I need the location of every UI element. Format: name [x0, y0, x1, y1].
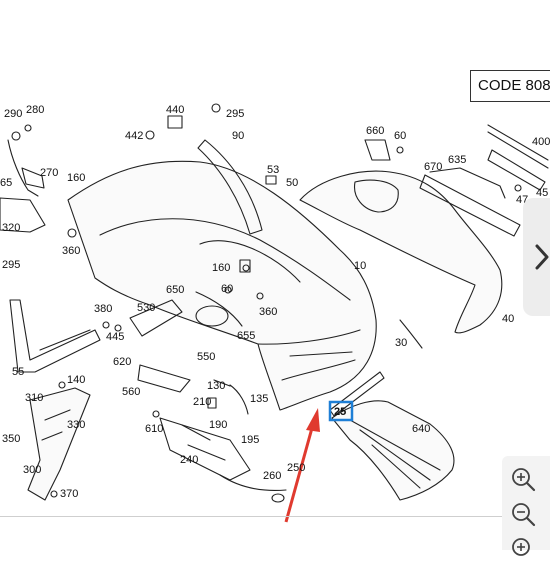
part-label: 635 [448, 154, 466, 166]
part-label: 445 [106, 331, 124, 343]
zoom-out-icon [512, 503, 536, 527]
part-label: 380 [94, 303, 112, 315]
part-label: 60 [221, 283, 233, 295]
part-label: 320 [2, 222, 20, 234]
part-label: 40 [502, 313, 514, 325]
parts-diagram: 290 280 440 295 442 90 65 270 160 53 50 … [0, 103, 550, 523]
part-label: 360 [259, 306, 277, 318]
part-label: 650 [166, 284, 184, 296]
part-label: 160 [67, 172, 85, 184]
part-label: 10 [354, 260, 366, 272]
part-label: 53 [267, 164, 279, 176]
part-label: 55 [12, 366, 24, 378]
part-label: 440 [166, 104, 184, 116]
part-label: 300 [23, 464, 41, 476]
parts-diagram-drawing: 290 280 440 295 442 90 65 270 160 53 50 … [0, 103, 550, 523]
part-label: 190 [209, 419, 227, 431]
zoom-reset-icon [512, 538, 530, 556]
part-label: 90 [232, 130, 244, 142]
part-label: 160 [212, 262, 230, 274]
pointer-arrow-icon [284, 408, 320, 523]
part-label: 640 [412, 423, 430, 435]
highlight-box [328, 400, 354, 422]
viewer-divider [0, 516, 502, 517]
part-label: 530 [137, 302, 155, 314]
part-label: 50 [286, 177, 298, 189]
part-label: 280 [26, 104, 44, 116]
part-label: 250 [287, 462, 305, 474]
part-label: 370 [60, 488, 78, 500]
part-label: 655 [237, 330, 255, 342]
part-label: 240 [180, 454, 198, 466]
part-label: 670 [424, 161, 442, 173]
chevron-right-icon [535, 244, 549, 270]
part-label: 360 [62, 245, 80, 257]
part-label: 210 [193, 396, 211, 408]
code-label: CODE 808 [470, 70, 550, 102]
part-label: 560 [122, 386, 140, 398]
part-number-labels: 290 280 440 295 442 90 65 270 160 53 50 … [0, 104, 550, 500]
part-label: 270 [40, 167, 58, 179]
part-label: 610 [145, 423, 163, 435]
part-label: 660 [366, 125, 384, 137]
part-label: 260 [263, 470, 281, 482]
part-label: 30 [395, 337, 407, 349]
part-label: 620 [113, 356, 131, 368]
part-label: 135 [250, 393, 268, 405]
part-label: 295 [2, 259, 20, 271]
part-label: 60 [394, 130, 406, 142]
part-label: 350 [2, 433, 20, 445]
part-label: 330 [67, 419, 85, 431]
zoom-reset-button[interactable] [508, 534, 538, 564]
part-label: 442 [125, 130, 143, 142]
parts-line-art [0, 103, 549, 503]
part-label: 310 [25, 392, 43, 404]
zoom-in-icon [512, 468, 536, 492]
part-label: 45 [536, 187, 548, 199]
part-label: 140 [67, 374, 85, 386]
part-label: 295 [226, 108, 244, 120]
zoom-out-button[interactable] [508, 499, 538, 529]
next-image-button[interactable] [523, 198, 550, 316]
part-label: 65 [0, 177, 12, 189]
part-label: 290 [4, 108, 22, 120]
part-label: 400 [532, 136, 550, 148]
part-label: 130 [207, 380, 225, 392]
highlighted-part-label: 25 [334, 406, 346, 418]
part-label: 550 [197, 351, 215, 363]
zoom-in-button[interactable] [508, 464, 538, 494]
part-label: 195 [241, 434, 259, 446]
